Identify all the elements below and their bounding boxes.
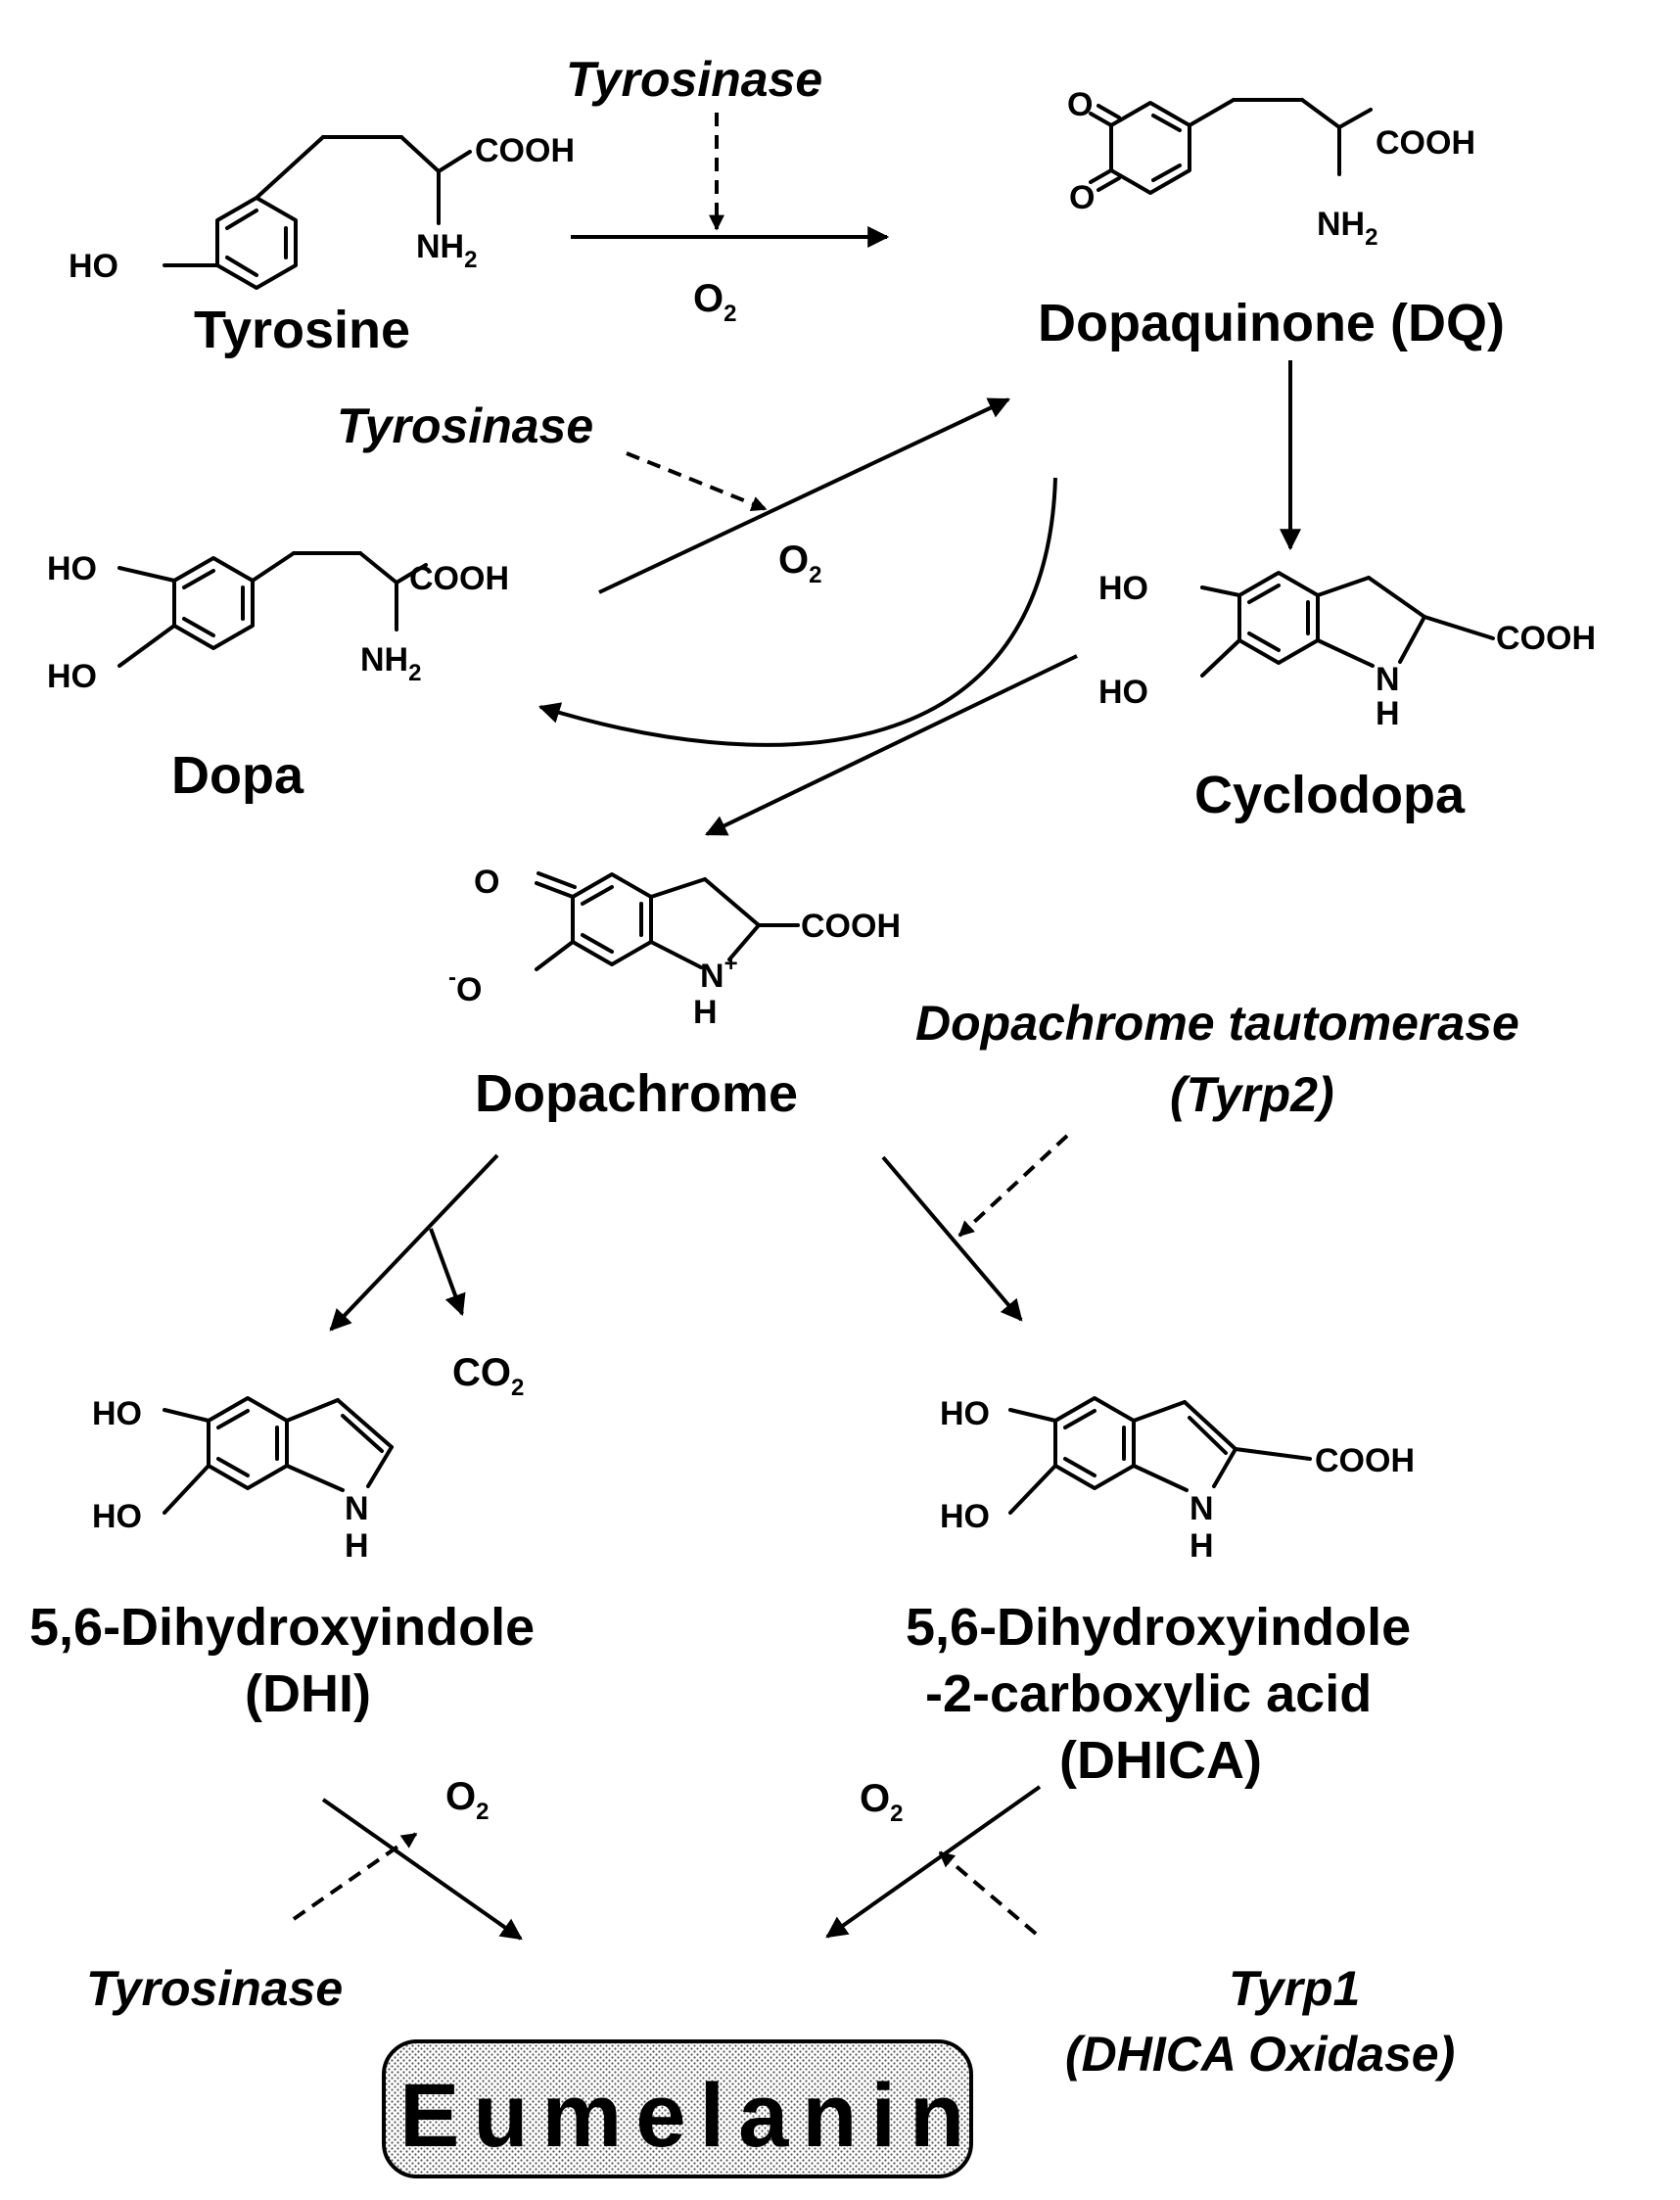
dhica-ho-bottom: HO xyxy=(940,1498,990,1535)
o2-reagent-middle: O2 xyxy=(778,538,821,588)
dopa-structure: HO HO COOH NH2 xyxy=(47,550,509,695)
dhica-to-eumelanin-arrow xyxy=(825,1785,1042,1939)
dhica-label-line1: 5,6-Dihydroxyindole xyxy=(906,1598,1411,1657)
dopachrome-cooh-label: COOH xyxy=(801,908,901,945)
dhi-ho-bottom: HO xyxy=(92,1498,142,1535)
dhica-cooh-label: COOH xyxy=(1315,1442,1415,1479)
dopaquinone-label: Dopaquinone (DQ) xyxy=(1038,294,1505,352)
dhica-n-label: N xyxy=(1190,1490,1214,1527)
dopa-ho-top: HO xyxy=(47,550,97,587)
dopachrome-to-dhica-arrow xyxy=(881,1155,1023,1322)
dhi-n-label: N xyxy=(345,1490,369,1527)
dopaquinone-cooh-label: COOH xyxy=(1376,124,1475,162)
o2-reagent-top: O2 xyxy=(693,277,736,327)
dopa-to-dopaquinone-arrow xyxy=(598,398,1010,594)
dhica-h-label: H xyxy=(1190,1527,1214,1565)
o2-reagent-left: O2 xyxy=(445,1775,489,1825)
tyrosine-label: Tyrosine xyxy=(194,301,410,359)
dhi-to-eumelanin-arrow xyxy=(321,1798,523,1941)
dhi-ho-top: HO xyxy=(92,1395,142,1432)
dopa-label: Dopa xyxy=(171,746,304,805)
tyrosine-nh2-label: NH2 xyxy=(416,228,477,273)
dopaquinone-o-top: O xyxy=(1067,86,1093,123)
cyclodopa-ho-bottom: HO xyxy=(1098,674,1148,711)
cyclodopa-n-label: N xyxy=(1376,661,1400,698)
tyrp1-dashed-arrow xyxy=(938,1850,1038,1936)
dopaquinone-nh2-label: NH2 xyxy=(1317,206,1377,251)
enzyme-tyrosinase-bottom: Tyrosinase xyxy=(86,1961,343,2016)
tyrosine-cooh-label: COOH xyxy=(475,132,575,169)
dopachrome-o-minus: -O xyxy=(448,964,482,1008)
dhi-h-label: H xyxy=(345,1527,369,1565)
cyclodopa-ho-top: HO xyxy=(1098,570,1148,607)
tyrosine-structure: COOH NH2 HO xyxy=(69,132,575,290)
cyclodopa-label: Cyclodopa xyxy=(1194,766,1466,824)
dopa-cooh-label: COOH xyxy=(409,560,509,597)
co2-release-arrow xyxy=(429,1228,466,1317)
cyclodopa-h-label: H xyxy=(1376,695,1400,732)
co2-reagent: CO2 xyxy=(452,1351,524,1401)
tyrosine-ho-label: HO xyxy=(69,248,118,285)
tyrosinase-bottom-dashed-arrow xyxy=(292,1832,418,1921)
eumelanin-label: Eumelanin xyxy=(399,2066,978,2166)
dopa-ho-bottom: HO xyxy=(47,658,97,695)
dopachrome-o-top: O xyxy=(474,864,499,901)
dhi-label-line2: (DHI) xyxy=(245,1664,371,1723)
dopaquinone-structure: O O COOH NH2 xyxy=(1067,86,1475,251)
dhica-label-line3: (DHICA) xyxy=(1059,1731,1262,1790)
cyclodopa-to-dopachrome-arrow xyxy=(705,654,1078,836)
enzyme-tyrosinase-top: Tyrosinase xyxy=(566,52,822,107)
dhica-label-line2: -2-carboxylic acid xyxy=(925,1664,1372,1723)
enzyme-dhica-oxidase: (DHICA Oxidase) xyxy=(1065,2027,1455,2082)
dopachrome-label: Dopachrome xyxy=(475,1064,798,1123)
enzyme-tyrp1: Tyrp1 xyxy=(1229,1961,1360,2016)
cyclodopa-structure: HO HO N H COOH xyxy=(1098,570,1596,732)
tyrosinase-middle-dashed-arrow xyxy=(626,451,768,512)
dhi-structure: HO HO N H xyxy=(92,1395,394,1565)
dopachrome-h-label: H xyxy=(693,994,718,1031)
dopachrome-to-dhi-arrow xyxy=(329,1153,499,1332)
cyclodopa-cooh-label: COOH xyxy=(1496,620,1596,657)
dhica-ho-top: HO xyxy=(940,1395,990,1432)
enzyme-dopachrome-tautomerase: Dopachrome tautomerase xyxy=(915,996,1519,1051)
dopachrome-structure: O -O N+ H COOH xyxy=(448,864,901,1031)
dopachrome-n-plus: N+ xyxy=(700,951,738,995)
enzyme-tyrp2: (Tyrp2) xyxy=(1170,1067,1334,1122)
dopa-nh2-label: NH2 xyxy=(360,641,421,686)
dopaquinone-to-dopa-curved-arrow xyxy=(537,477,1057,747)
dopaquinone-o-bottom: O xyxy=(1069,179,1095,216)
o2-reagent-right: O2 xyxy=(860,1777,903,1827)
dct-dashed-arrow xyxy=(957,1134,1069,1238)
eumelanin-box xyxy=(382,2039,973,2178)
dhi-label-line1: 5,6-Dihydroxyindole xyxy=(29,1598,535,1657)
dhica-structure: HO HO N H COOH xyxy=(940,1395,1415,1565)
enzyme-tyrosinase-middle: Tyrosinase xyxy=(337,398,593,453)
